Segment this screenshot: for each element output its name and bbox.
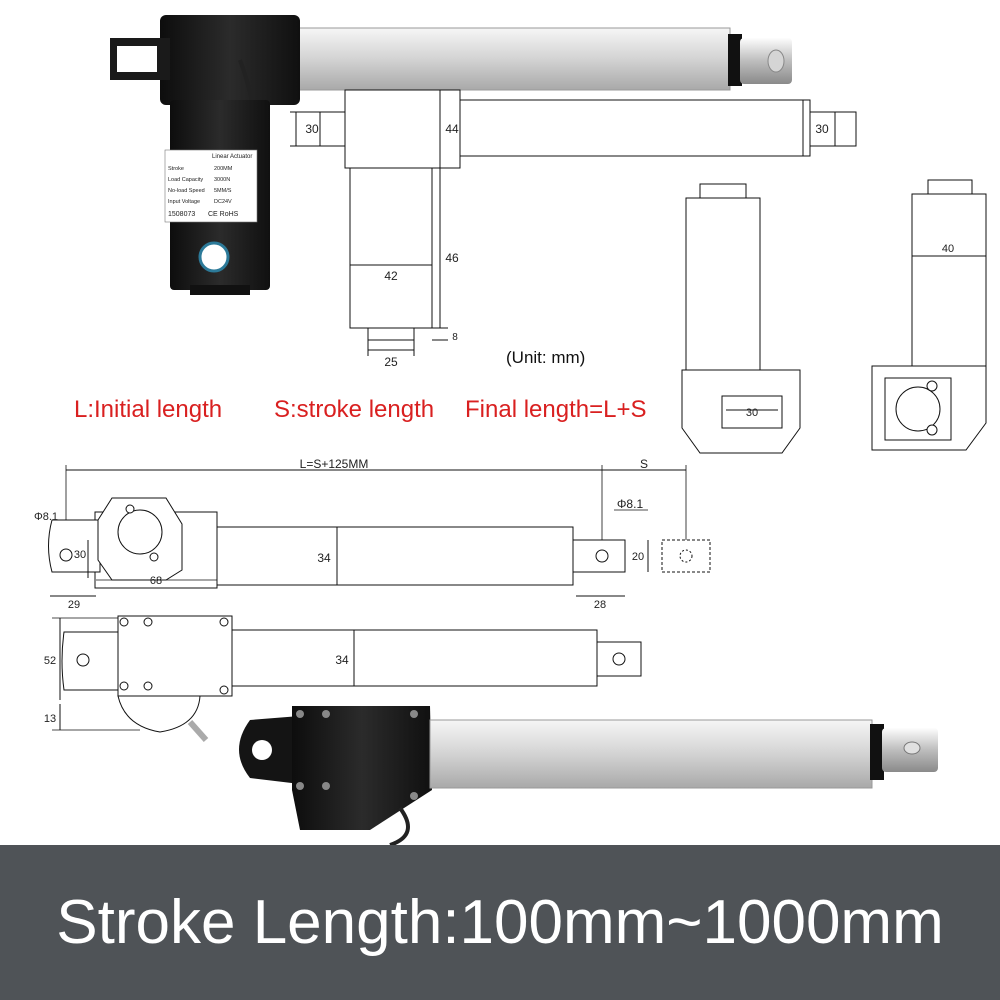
spec-rows: Stroke 200MM Load Capacity 3000N No-load Spe… (168, 166, 233, 205)
final-length-label: Final length=L+S (465, 396, 647, 423)
dim-top-left-30: 30 (305, 122, 319, 136)
dim-motor-25: 25 (384, 355, 398, 369)
spec-code: 1508073 (168, 211, 195, 218)
dim-52: 52 (44, 655, 56, 667)
dim-motor-8: 8 (452, 332, 458, 343)
dim-34-top: 34 (335, 653, 349, 667)
initial-length-label: L:Initial length (74, 396, 223, 423)
spec-label: Linear Actuator Stroke 200MM Load Capacity… (164, 149, 258, 223)
dim-phi-right: Φ8.1 (617, 497, 644, 511)
spec-title: Linear Actuator (212, 154, 252, 160)
dim-30-length: 30 (74, 549, 86, 561)
actuator-photo-bottom (239, 706, 938, 845)
spec-row-value: 3000N (214, 177, 230, 183)
top-view-drawing (52, 615, 642, 742)
spec-row-value: DC24V (214, 199, 232, 205)
dim-side-40: 40 (942, 243, 954, 255)
dim-68: 68 (150, 575, 162, 587)
spec-row-name: Load Capacity (168, 177, 203, 183)
dim-end-30: 30 (746, 407, 758, 419)
stroke-length-banner: Stroke Length:100mm~1000mm (0, 845, 1000, 1000)
spec-row-name: Stroke (168, 166, 184, 172)
dim-l-formula: L=S+125MM (300, 457, 369, 471)
end-view-right (871, 179, 987, 451)
spec-row-name: No-load Speed (168, 188, 205, 194)
end-view-left (681, 183, 801, 454)
spec-row-name: Input Voltage (168, 199, 200, 205)
dim-motor-46: 46 (445, 251, 459, 265)
actuator-photo-top: Linear Actuator Stroke 200MM Load Capacity… (110, 15, 792, 295)
dim-34-length: 34 (317, 551, 331, 565)
dim-20: 20 (632, 551, 644, 563)
unit-label: (Unit: mm) (506, 348, 586, 367)
top-side-drawing (290, 89, 857, 356)
dim-top-right-30: 30 (815, 122, 829, 136)
spec-marks: CE RoHS (208, 211, 239, 218)
dim-28: 28 (594, 599, 606, 611)
length-drawing (48, 465, 711, 597)
dim-s: S (640, 457, 648, 471)
spec-row-value: 5MM/S (214, 188, 232, 194)
stroke-length-label: S:stroke length (274, 396, 435, 423)
banner-text: Stroke Length:100mm~1000mm (56, 888, 944, 957)
technical-drawing: Linear Actuator Stroke 200MM Load Capacity… (34, 15, 987, 845)
dim-13: 13 (44, 713, 56, 725)
dim-top-44: 44 (445, 122, 459, 136)
dim-motor-42: 42 (384, 269, 398, 283)
dim-phi-left: Φ8.1 (34, 511, 58, 523)
spec-row-value: 200MM (214, 166, 233, 172)
dim-29: 29 (68, 599, 80, 611)
